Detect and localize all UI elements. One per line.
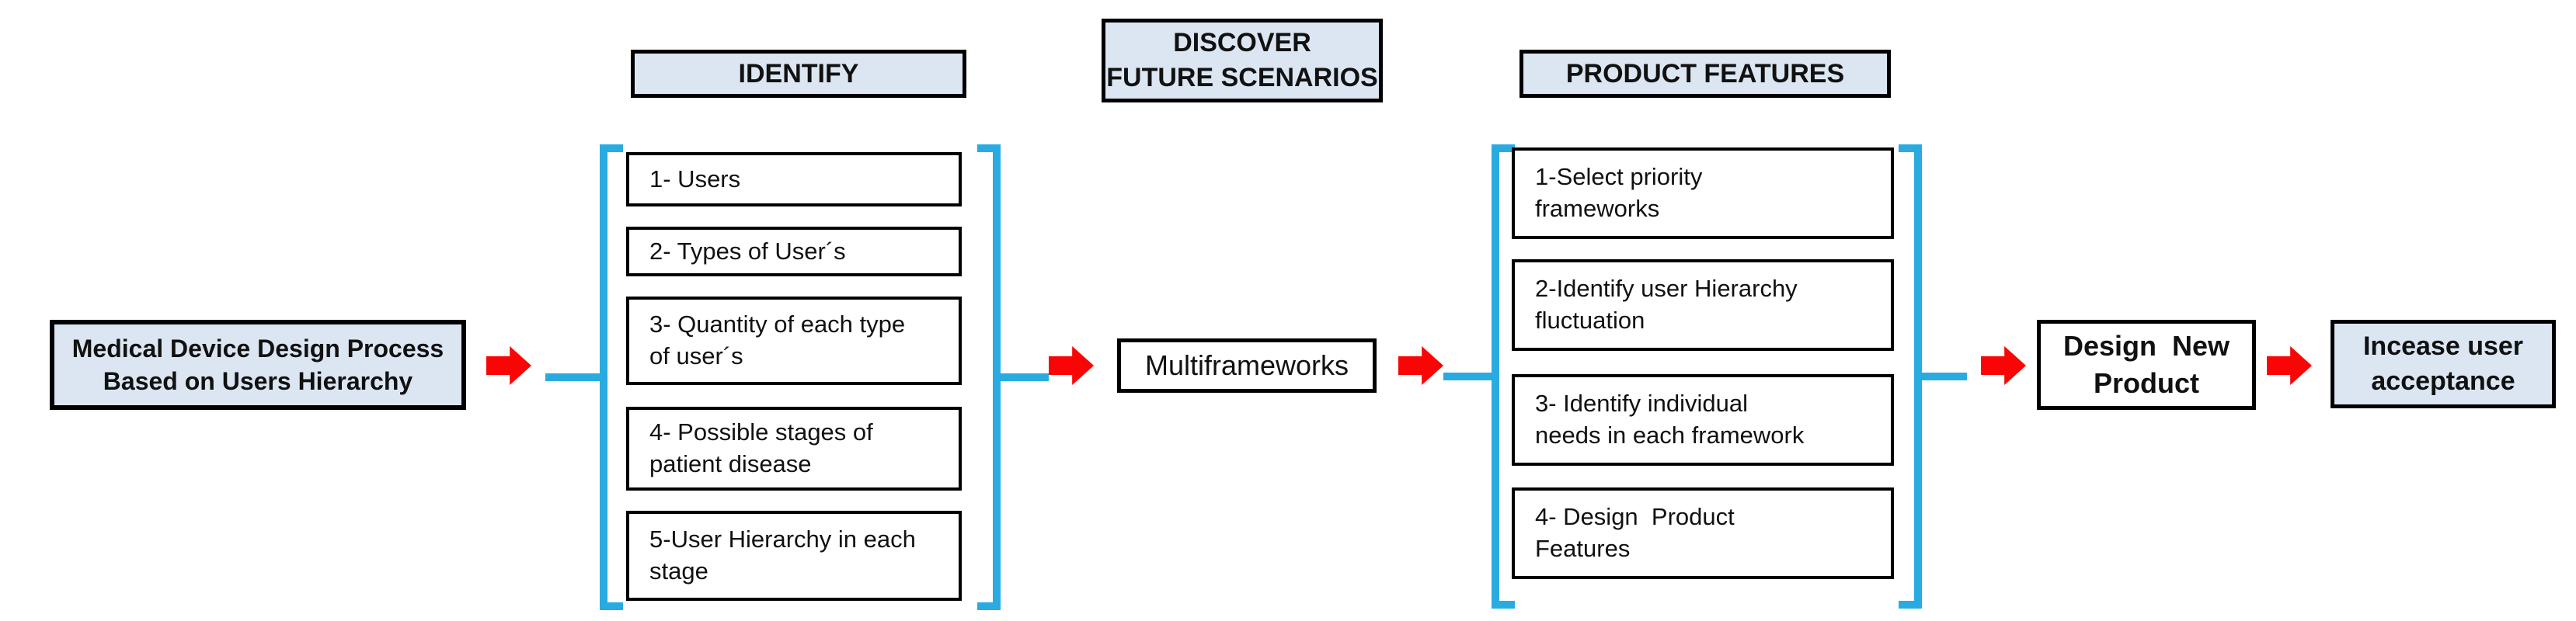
- arrow-4-icon: [1981, 346, 2026, 385]
- bracket-connector: [545, 373, 600, 381]
- bracket-serif: [1492, 601, 1515, 609]
- bracket-connector: [1922, 373, 1967, 380]
- product-features-header: PRODUCT FEATURES: [1519, 50, 1891, 98]
- identify-item: 1- Users: [626, 152, 962, 206]
- product-features-bracket: [1443, 144, 1967, 609]
- bracket-bar-right: [1914, 144, 1922, 609]
- identify-item: 2- Types of User´s: [626, 227, 962, 276]
- multiframeworks-box: Multiframeworks: [1117, 338, 1377, 393]
- identify-bracket: [545, 144, 1049, 610]
- bracket-bar-left: [1492, 144, 1499, 609]
- bracket-serif: [1899, 601, 1922, 609]
- bracket-serif: [977, 144, 1001, 152]
- bracket-serif: [1492, 144, 1515, 152]
- bracket-serif: [1899, 144, 1922, 152]
- arrow-3-icon: [1398, 346, 1443, 385]
- bracket-serif: [977, 602, 1001, 610]
- bracket-serif: [600, 144, 623, 152]
- arrow-2-icon: [1049, 346, 1094, 385]
- arrow-5-icon: [2267, 346, 2312, 385]
- bracket-connector: [1001, 373, 1049, 381]
- identify-header: IDENTIFY: [631, 50, 966, 98]
- bracket-connector: [1443, 373, 1492, 380]
- bracket-bar-right: [993, 144, 1001, 610]
- arrow-1-icon: [486, 346, 531, 385]
- bracket-serif: [600, 602, 623, 610]
- bracket-bar-left: [600, 144, 607, 610]
